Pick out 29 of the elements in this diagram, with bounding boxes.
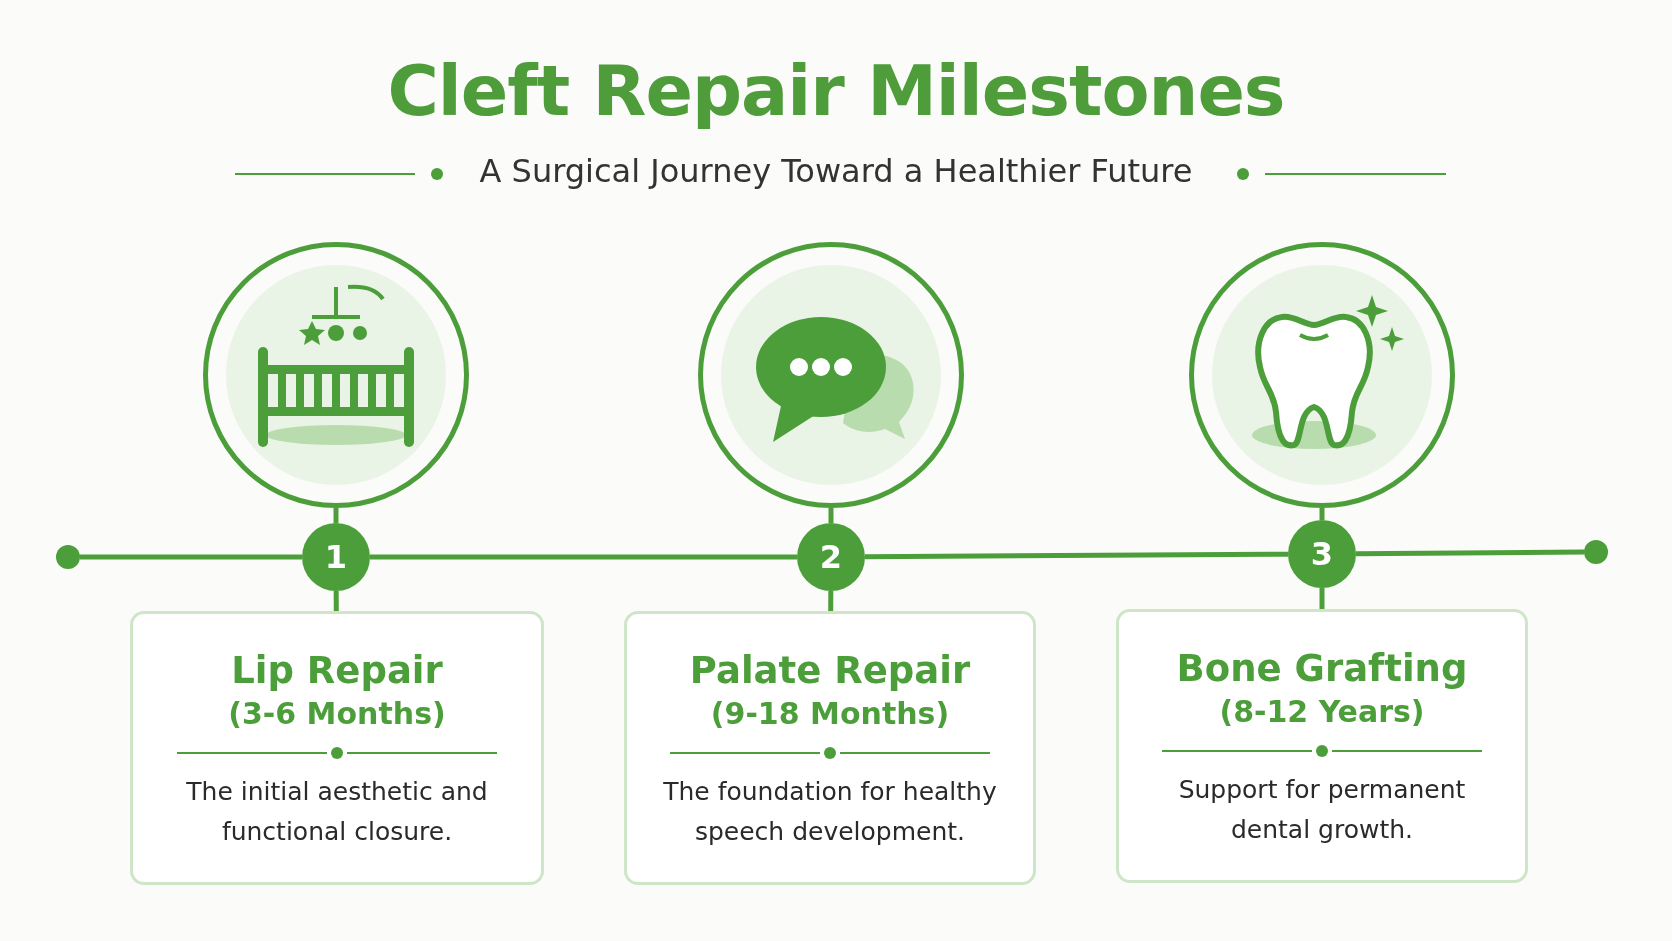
connector-line	[1319, 588, 1325, 609]
step-number: 3	[1310, 535, 1334, 573]
connector-line	[1319, 508, 1325, 520]
connector-line	[333, 508, 339, 523]
card-heading: Bone Grafting	[1176, 646, 1468, 692]
connector-line	[828, 591, 834, 611]
card-description: Support for permanent dental growth.	[1177, 774, 1467, 846]
connector-line	[80, 554, 302, 560]
milestone-card	[1116, 609, 1528, 883]
connector-line	[865, 551, 1288, 560]
step-number: 2	[819, 538, 843, 576]
card-description: The initial aesthetic and functional closure.	[185, 776, 489, 848]
card-heading: Lip Repair	[231, 648, 443, 694]
card-heading: Palate Repair	[689, 648, 971, 694]
timeline-dot	[56, 545, 80, 569]
connector-line	[828, 508, 834, 523]
connector-line	[1356, 549, 1584, 557]
card-description: The foundation for healthy speech development.	[662, 776, 998, 848]
timeline-dot	[1584, 540, 1608, 564]
subtitle: A Surgical Journey Toward a Healthier Future	[479, 152, 1193, 190]
milestone-card	[624, 611, 1036, 885]
milestone-card	[130, 611, 544, 885]
age-range: (9-18 Months)	[710, 695, 950, 733]
step-number: 1	[324, 538, 348, 576]
connector-line	[333, 591, 339, 611]
age-range: (3-6 Months)	[228, 695, 446, 733]
title: Cleft Repair Milestones	[387, 50, 1285, 132]
age-range: (8-12 Years)	[1219, 693, 1425, 731]
connector-line	[370, 554, 797, 560]
